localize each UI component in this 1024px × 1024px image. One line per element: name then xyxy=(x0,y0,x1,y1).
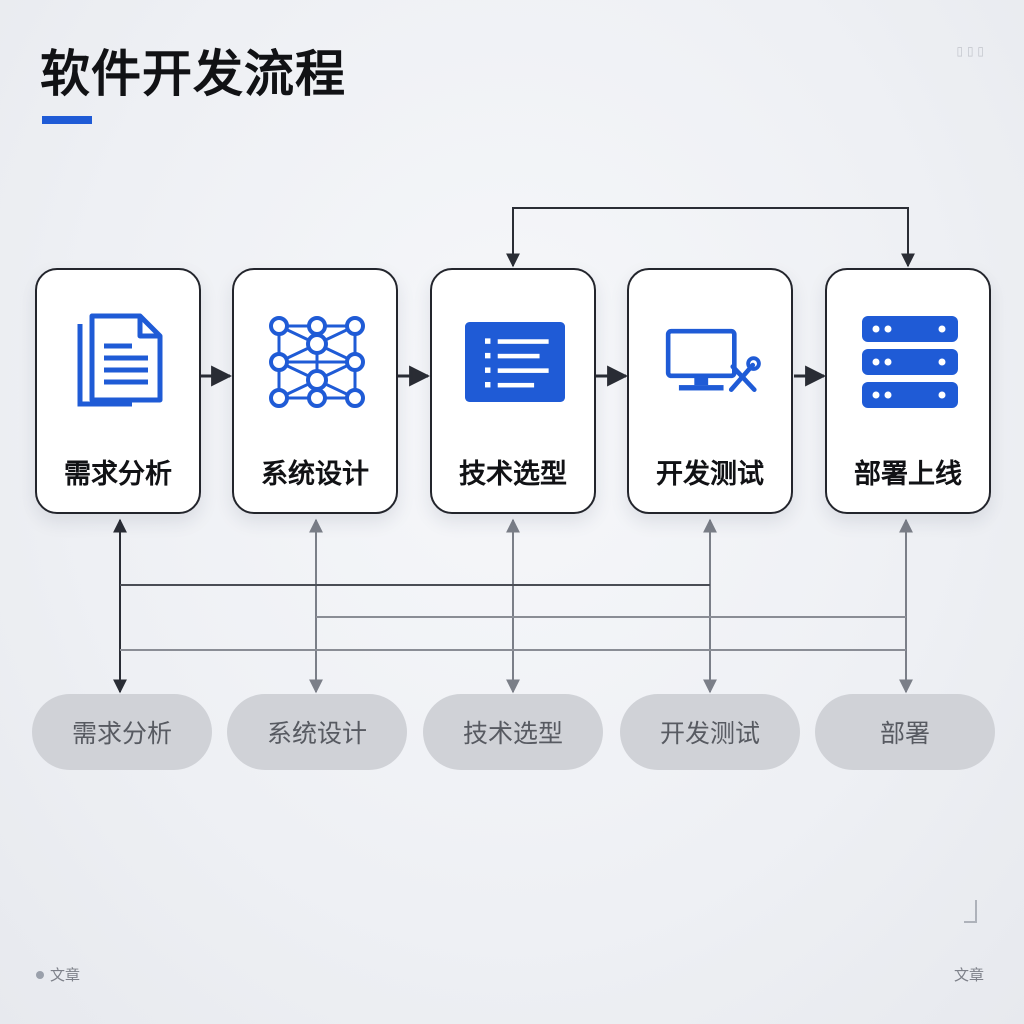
footer-left: 文章 xyxy=(36,964,80,985)
step-label: 部署上线 xyxy=(854,459,962,490)
corner-bracket-icon xyxy=(964,900,977,923)
network-icon xyxy=(267,312,367,412)
stage-pill-deployment: 部署 xyxy=(815,694,995,770)
step-card-deployment[interactable]: 部署上线 xyxy=(825,268,991,514)
corner-mark: ▯ ▯ ▯ xyxy=(956,44,984,58)
feedback-loop-arrow xyxy=(506,207,915,268)
step-card-requirements[interactable]: 需求分析 xyxy=(35,268,201,514)
stage-pill-requirements: 需求分析 xyxy=(32,694,212,770)
step-card-tech-selection[interactable]: 技术选型 xyxy=(430,268,596,514)
step-label: 技术选型 xyxy=(459,459,567,490)
step-card-system-design[interactable]: 系统设计 xyxy=(232,268,398,514)
bullet-dot-icon xyxy=(36,970,44,979)
title-underline xyxy=(42,116,92,124)
checklist-icon xyxy=(465,312,565,412)
stage-pill-tech-selection: 技术选型 xyxy=(423,694,603,770)
step-label: 系统设计 xyxy=(261,459,369,490)
stage-pill-system-design: 系统设计 xyxy=(227,694,407,770)
step-card-dev-test[interactable]: 开发测试 xyxy=(627,268,793,514)
footer-left-text: 文章 xyxy=(50,966,81,984)
server-icon xyxy=(860,312,960,412)
document-icon xyxy=(70,312,170,412)
page-title: 软件开发流程 xyxy=(40,45,346,103)
stage-pill-dev-test: 开发测试 xyxy=(620,694,800,770)
step-label: 开发测试 xyxy=(656,459,764,490)
step-label: 需求分析 xyxy=(64,459,172,490)
footer-right-text: 文章 xyxy=(953,966,984,984)
monitor-wrench-icon xyxy=(662,312,762,412)
